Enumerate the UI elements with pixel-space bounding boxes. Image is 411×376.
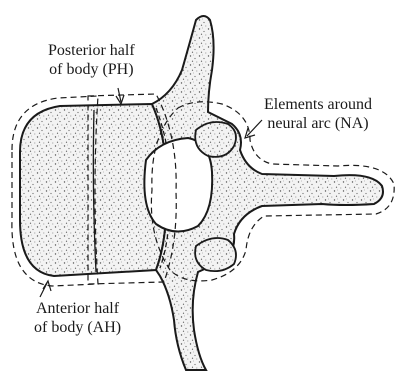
upper-articular-facet	[195, 122, 236, 157]
anterior-label-line2: of body (AH)	[34, 318, 121, 337]
neural-label-line1: Elements around	[264, 95, 372, 114]
posterior-half-label: Posterior half of body (PH)	[48, 41, 135, 79]
posterior-label-line2: of body (PH)	[48, 60, 135, 79]
posterior-label-line1: Posterior half	[48, 41, 135, 60]
neural-leader-line	[247, 120, 262, 136]
anterior-half-label: Anterior half of body (AH)	[34, 299, 121, 337]
anterior-label-line1: Anterior half	[34, 299, 121, 318]
lower-articular-facet	[195, 238, 236, 271]
neural-arc-label: Elements around neural arc (NA)	[264, 95, 372, 133]
neural-label-line2: neural arc (NA)	[264, 114, 372, 133]
